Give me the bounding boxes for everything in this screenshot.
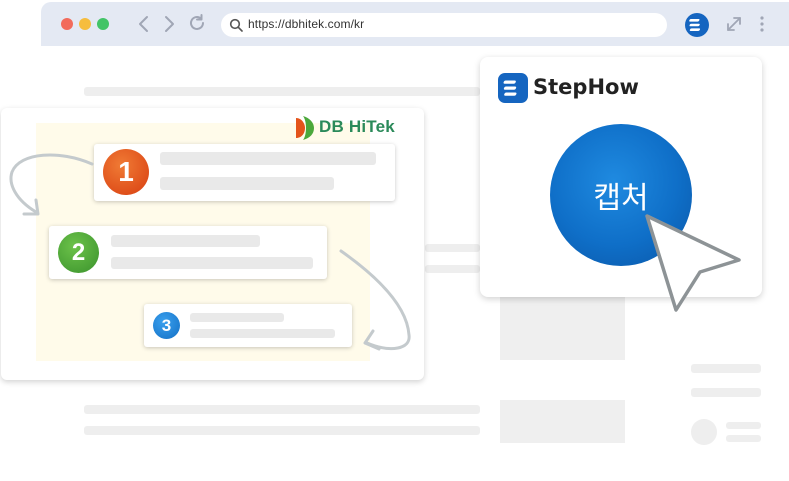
url-text: https://dbhitek.com/kr [248, 17, 365, 31]
capture-button-label: 캡처 [593, 181, 649, 216]
maximize-window-dot[interactable] [97, 18, 109, 30]
placeholder-line [84, 87, 480, 96]
placeholder-block [500, 400, 625, 443]
stephow-extension-button[interactable] [685, 13, 709, 37]
placeholder-line [190, 329, 335, 338]
step-card-2[interactable]: 2 [49, 226, 327, 279]
mouse-cursor-icon [645, 214, 741, 312]
search-icon [229, 18, 243, 32]
step-card-3[interactable]: 3 [144, 304, 352, 347]
reload-icon[interactable] [187, 13, 207, 33]
step-number-badge: 2 [58, 232, 99, 273]
placeholder-line [111, 235, 260, 247]
address-bar[interactable]: https://dbhitek.com/kr [221, 13, 667, 37]
placeholder-line [160, 152, 376, 165]
curved-arrow-icon [9, 153, 94, 216]
more-menu-icon[interactable] [759, 15, 765, 33]
stephow-logo-icon [689, 19, 701, 31]
placeholder-line [111, 257, 313, 269]
browser-toolbar: https://dbhitek.com/kr [41, 2, 789, 46]
step-number-badge: 3 [153, 312, 180, 339]
placeholder-line [425, 244, 480, 252]
minimize-window-dot[interactable] [79, 18, 91, 30]
placeholder-avatar [691, 419, 717, 445]
step-card-1[interactable]: 1 [94, 144, 395, 201]
close-window-dot[interactable] [61, 18, 73, 30]
step-number-badge: 1 [103, 149, 149, 195]
back-icon[interactable] [137, 15, 151, 33]
stephow-logo-icon [498, 73, 528, 103]
placeholder-line [691, 388, 761, 397]
stephow-title: StepHow [533, 75, 639, 99]
placeholder-line [160, 177, 334, 190]
placeholder-line [190, 313, 284, 322]
db-hitek-logo-text: DB HiTek [319, 117, 395, 136]
placeholder-line [84, 426, 480, 435]
placeholder-line [726, 435, 761, 442]
db-hitek-logo-icon [296, 116, 314, 140]
expand-icon[interactable] [725, 15, 743, 33]
curved-arrow-icon [339, 249, 411, 351]
placeholder-block [500, 297, 625, 360]
placeholder-line [726, 422, 761, 429]
placeholder-line [425, 265, 480, 273]
placeholder-line [84, 405, 480, 414]
placeholder-line [691, 364, 761, 373]
forward-icon[interactable] [162, 15, 176, 33]
